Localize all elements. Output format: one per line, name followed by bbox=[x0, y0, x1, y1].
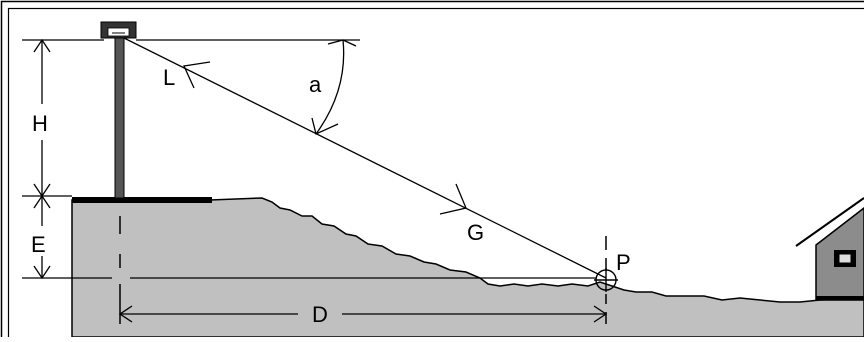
platform bbox=[72, 197, 212, 203]
height-label: H bbox=[32, 111, 48, 136]
light-ray-label: L bbox=[163, 65, 175, 90]
elevation-label: E bbox=[31, 232, 46, 257]
street-lamp-icon bbox=[101, 22, 136, 38]
distance-label: D bbox=[312, 302, 328, 327]
lamp-pole bbox=[115, 38, 124, 198]
angle-label: a bbox=[309, 72, 322, 97]
point-label: P bbox=[616, 250, 631, 275]
ground-ray-label: G bbox=[467, 220, 484, 245]
